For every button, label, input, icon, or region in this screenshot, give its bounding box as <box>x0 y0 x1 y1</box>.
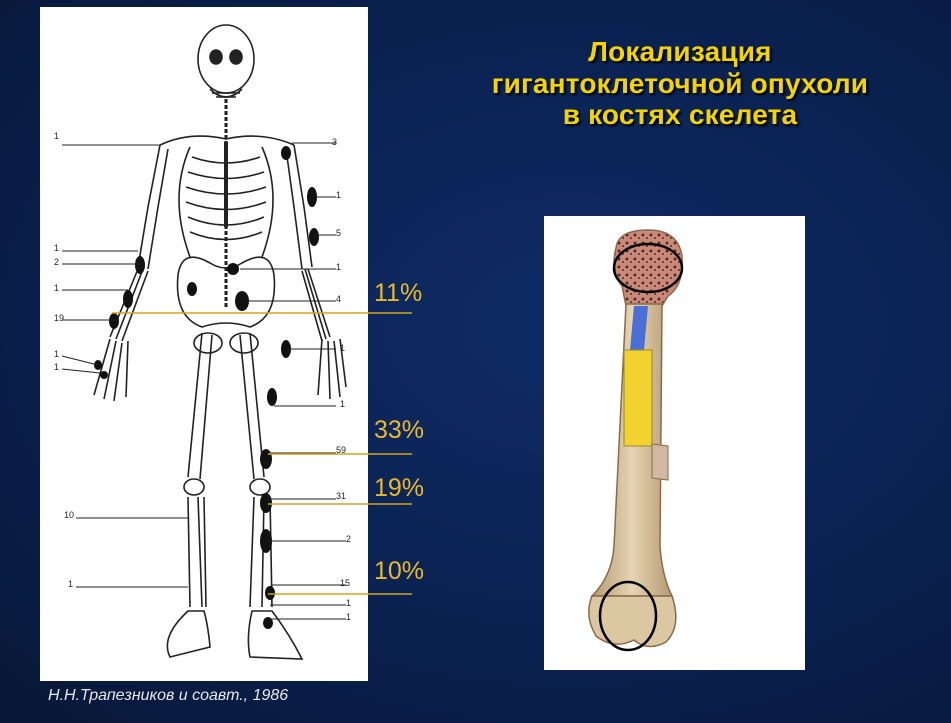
periosteum-flap <box>652 444 668 480</box>
proximal-epiphysis <box>614 230 682 306</box>
percent-label: 11% <box>374 279 422 308</box>
slide-title-line-1: Локализация <box>440 38 920 66</box>
percent-label: 33% <box>374 416 424 445</box>
percent-label: 10% <box>374 557 424 586</box>
yellow-marrow <box>624 350 652 446</box>
long-bone-illustration <box>544 216 805 670</box>
slide-title-line-2: гигантоклеточной опухоли <box>440 70 920 98</box>
citation-credit: Н.Н.Трапезников и соавт., 1986 <box>48 687 288 705</box>
slide-title-line-3: в костях скелета <box>440 101 920 129</box>
femur-drawing <box>544 216 805 670</box>
percent-label: 19% <box>374 474 424 503</box>
